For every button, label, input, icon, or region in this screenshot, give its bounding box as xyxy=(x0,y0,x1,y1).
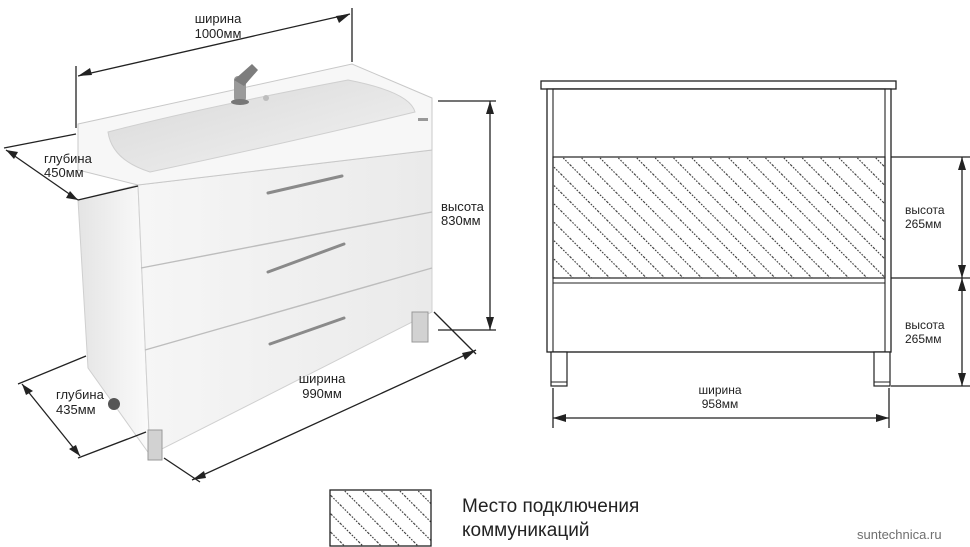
cabinet-3d-view xyxy=(3,8,496,483)
cabinet-leg xyxy=(147,429,163,461)
drawer-handle xyxy=(268,316,346,346)
upper-height-label: высота xyxy=(905,203,945,217)
elevation-width-value: 958мм xyxy=(701,397,739,411)
dimension-elevation-width xyxy=(552,388,890,428)
elevation-leg-left xyxy=(550,351,568,387)
dimension-height xyxy=(438,100,496,331)
drawer-handle xyxy=(266,174,344,195)
top-depth-label: глубина xyxy=(44,151,92,166)
dimension-bottom-depth xyxy=(17,355,147,459)
bottom-depth-label: глубина xyxy=(56,387,104,402)
overflow-hole xyxy=(263,95,269,101)
bottom-depth-value: 435мм xyxy=(56,402,96,417)
drawer-seam xyxy=(144,267,433,351)
legend-hatch-swatch xyxy=(329,489,432,547)
top-width-label: ширина xyxy=(194,11,242,26)
height-value: 830мм xyxy=(441,213,481,228)
dimension-lower-height xyxy=(891,278,970,387)
cabinet-leg xyxy=(108,398,120,410)
basin-bowl xyxy=(107,79,416,173)
elevation-top-slab xyxy=(540,80,897,90)
elevation-width-label: ширина xyxy=(698,383,742,397)
front-elevation-view xyxy=(540,80,970,428)
legend-line-1: Место подключения xyxy=(462,496,640,517)
cabinet-front xyxy=(137,149,433,456)
cabinet-leg xyxy=(411,311,429,343)
height-label: высота xyxy=(441,199,484,214)
watermark: suntechnica.ru xyxy=(857,527,942,542)
top-depth-value: 450мм xyxy=(44,165,84,180)
faucet-icon xyxy=(231,64,258,105)
dimension-top-width xyxy=(75,8,353,128)
lower-height-label: высота xyxy=(905,318,945,332)
drawer-handle xyxy=(266,242,346,274)
top-width-value: 1000мм xyxy=(194,26,242,41)
dimension-top-depth xyxy=(3,133,139,201)
elevation-leg-right xyxy=(873,351,891,387)
dimension-bottom-width xyxy=(163,311,477,483)
communications-zone xyxy=(552,156,886,279)
bottom-width-label: ширина xyxy=(298,371,346,386)
bottom-width-value: 990мм xyxy=(302,386,342,401)
drawer-seam xyxy=(140,211,433,269)
lower-height-value: 265мм xyxy=(905,332,942,346)
legend-line-2: коммуникаций xyxy=(462,520,590,541)
brand-plate xyxy=(418,118,428,121)
upper-height-value: 265мм xyxy=(905,217,942,231)
dimension-upper-height xyxy=(891,156,970,279)
